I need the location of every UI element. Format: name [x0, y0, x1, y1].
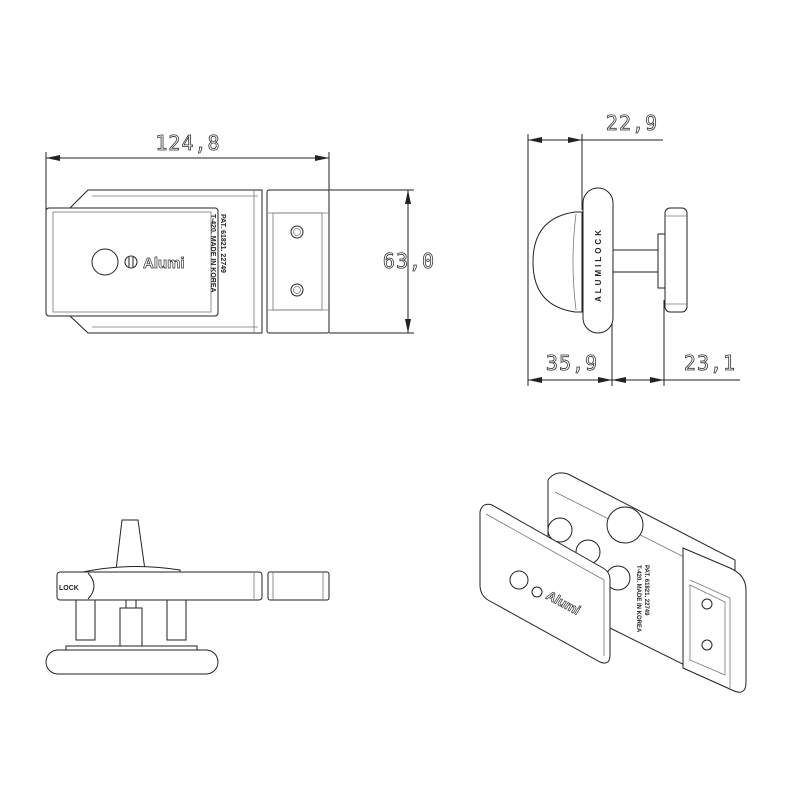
- front-view: 124,8 63,0 Alumi PAT. 61821. 22749 T-420…: [45, 131, 435, 334]
- model-text: T-420. MADE IN KOREA: [209, 214, 216, 293]
- iso-front-plate: [479, 503, 611, 664]
- bottom-view: LOCK: [45, 519, 330, 675]
- turn-knob: [115, 519, 146, 571]
- strike-plate: [266, 189, 330, 334]
- screw-hole-icon: [290, 283, 304, 297]
- lock-bar: [56, 571, 263, 601]
- depth-dimension-label: 22,9: [606, 111, 658, 135]
- inner-depth-dimension-label: 35,9: [546, 351, 598, 375]
- alumilock-brand: ALUMILOCK: [594, 227, 603, 302]
- spindle: [612, 249, 659, 273]
- iso-model-text: T-420. MADE IN KOREA: [635, 565, 641, 633]
- screw-icon: [701, 639, 713, 651]
- alumi-logo: Alumi: [143, 255, 185, 272]
- iso-patent-text: PAT. 61821. 22749: [643, 565, 649, 616]
- side-view: 22,9 35,9 23,1 ALUMILOCK: [527, 111, 740, 386]
- inside-handle: [45, 649, 219, 675]
- knob-depth-dimension-label: 23,1: [684, 351, 736, 375]
- width-dimension: 124,8: [45, 131, 330, 210]
- width-dimension-label: 124,8: [155, 131, 220, 155]
- screw-hole-icon: [290, 225, 304, 239]
- isometric-view: Alumi PAT. 61821. 22749 T-420. MADE IN K…: [479, 472, 747, 693]
- dome-handle: [532, 211, 583, 313]
- edge-mark: LOCK: [59, 585, 79, 592]
- thumb-knob: [664, 207, 688, 313]
- keyhole-icon: [91, 248, 119, 276]
- height-dimension: 63,0: [329, 189, 435, 334]
- lock-body: Alumi PAT. 61821. 22749 T-420. MADE IN K…: [45, 189, 263, 334]
- height-dimension-label: 63,0: [383, 249, 435, 273]
- patent-text: PAT. 61821. 22749: [219, 214, 226, 273]
- screw-icon: [701, 598, 713, 610]
- strike-block: [267, 571, 330, 601]
- indicator-screw-icon: [124, 255, 138, 269]
